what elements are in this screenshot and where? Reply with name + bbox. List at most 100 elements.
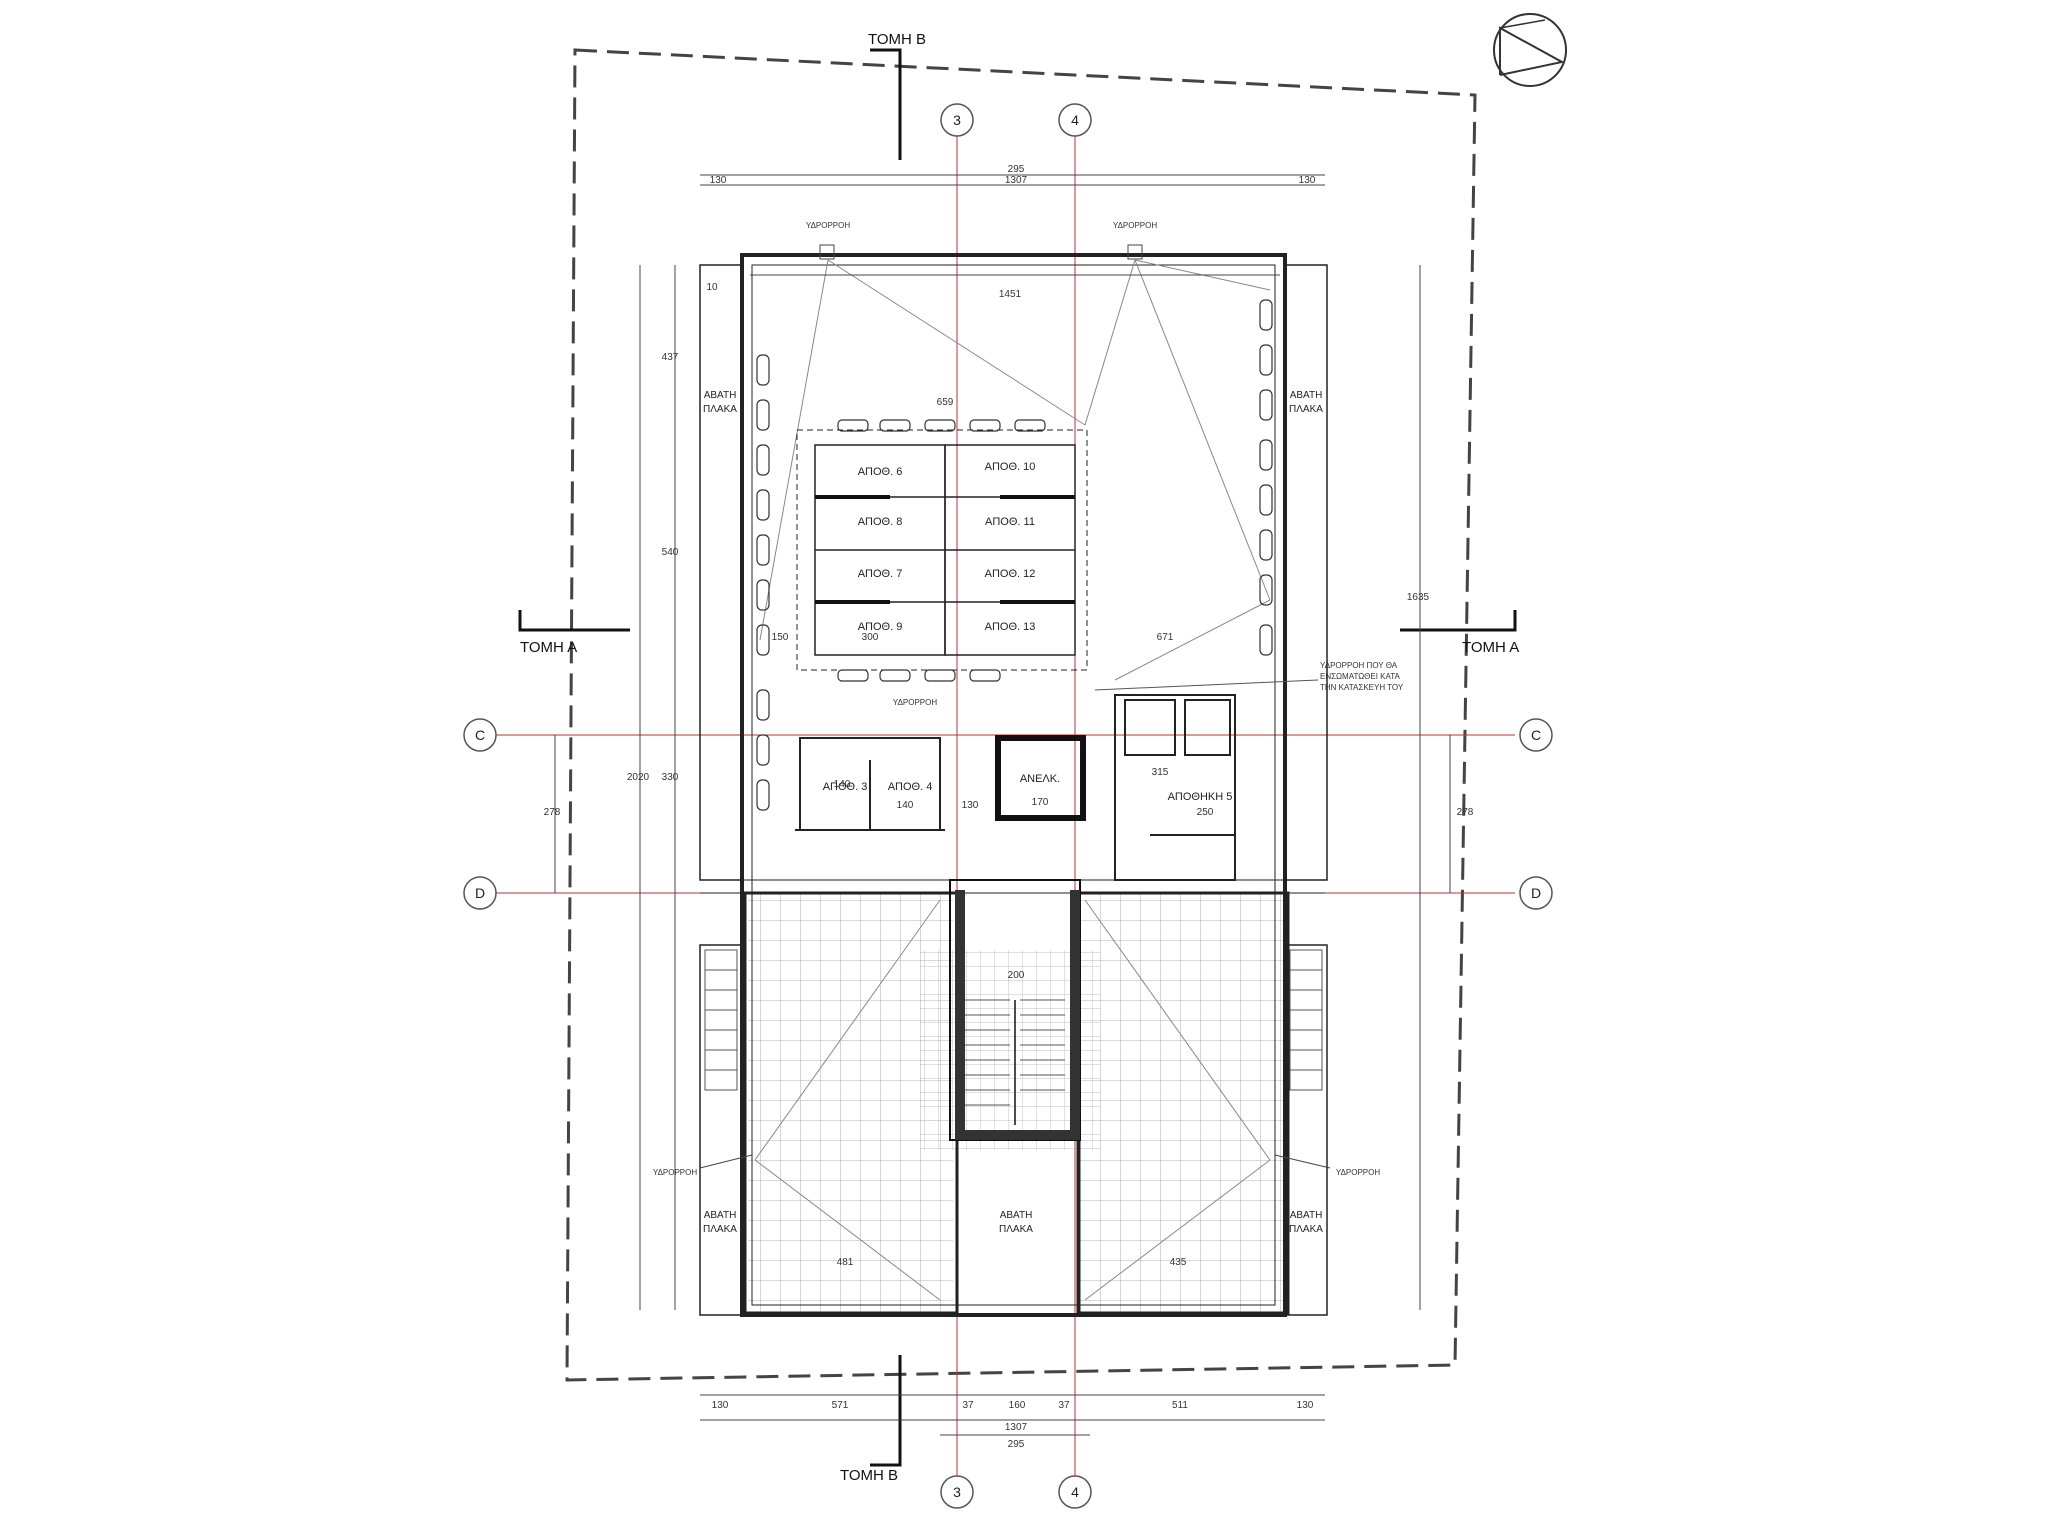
grid-label-4-top: 4 <box>1071 112 1079 128</box>
room-apod-9: ΑΠΟΘ. 9 <box>858 621 903 633</box>
grid-label-4-bottom: 4 <box>1071 1484 1079 1500</box>
dim-lower-right-slab: 435 <box>1170 1257 1187 1268</box>
drainage-slope-lines <box>754 259 1271 1301</box>
note-right-l2: ΕΝΣΩΜΑΤΩΘΕΙ ΚΑΤΑ <box>1320 672 1401 681</box>
room-apod-11: ΑΠΟΘ. 11 <box>985 516 1035 528</box>
slab-center-lower-l1: ΑΒΑΤΗ <box>1000 1210 1033 1221</box>
dim-top-right-offset: 130 <box>1299 175 1316 186</box>
dim-bottom-total: 1307 <box>1005 1422 1028 1433</box>
dim-room-300: 300 <box>862 632 879 643</box>
dim-right-cd: 278 <box>1457 807 1474 818</box>
dim-bottom-right: 511 <box>1172 1400 1188 1411</box>
slab-right-upper-l2: ΠΛΑΚΑ <box>1289 404 1323 415</box>
dim-671: 671 <box>1157 632 1174 643</box>
storage-core-thick <box>815 495 1075 604</box>
left-pods <box>756 354 770 811</box>
note-leader <box>1094 679 1319 691</box>
slab-right-upper-l1: ΑΒΑΤΗ <box>1290 390 1323 401</box>
terrace-left <box>748 893 953 1313</box>
dim-10: 10 <box>706 282 718 293</box>
section-b-top-label: ΤΟΜΗ Β <box>868 31 926 48</box>
room-elevator: ΑΝΕΛΚ. <box>1020 773 1060 785</box>
room-apod-10: ΑΠΟΘ. 10 <box>985 461 1036 473</box>
dim-apoth5-w: 315 <box>1152 767 1169 778</box>
side-stairs <box>704 949 1323 1091</box>
dim-bottom-left: 571 <box>832 1400 849 1411</box>
dim-elev-w: 170 <box>1032 797 1049 808</box>
slab-left-upper-l2: ΠΛΑΚΑ <box>703 404 737 415</box>
grid-lines <box>495 135 1515 1480</box>
room-apod-13: ΑΠΟΘ. 13 <box>985 621 1036 633</box>
drain-bottom-right: ΥΔΡΟΡΡΟΗ <box>1336 1168 1381 1177</box>
section-a-left-label: ΤΟΜΗ Α <box>520 639 577 656</box>
dim-top-total: 1307 <box>1005 175 1028 186</box>
grid-label-3-bottom: 3 <box>953 1484 961 1500</box>
slab-left-upper-l1: ΑΒΑΤΗ <box>704 390 737 401</box>
slab-left-lower-l2: ΠΛΑΚΑ <box>703 1224 737 1235</box>
drain-middle: ΥΔΡΟΡΡΟΗ <box>893 698 938 707</box>
parking-stops <box>837 419 1046 682</box>
slab-center-lower-l2: ΠΛΑΚΑ <box>999 1224 1033 1235</box>
dim-corridor: 130 <box>962 800 979 811</box>
grid-label-d-right: D <box>1531 885 1541 901</box>
grid-label-3-top: 3 <box>953 112 961 128</box>
drain-bottom-left: ΥΔΡΟΡΡΟΗ <box>653 1168 698 1177</box>
north-arrow-icon <box>1493 13 1567 87</box>
dim-bottom-left-offset: 130 <box>712 1400 729 1411</box>
property-boundary <box>565 48 1477 1382</box>
dim-top-axis: 295 <box>1008 164 1025 175</box>
right-pods <box>1259 299 1273 656</box>
stair-treads <box>965 999 1065 1106</box>
room-apod-7: ΑΠΟΘ. 7 <box>858 568 903 580</box>
note-right-l1: ΥΔΡΟΡΡΟΗ ΠΟΥ ΘΑ <box>1320 661 1398 670</box>
dim-lower-left-slab: 481 <box>837 1257 854 1268</box>
dim-bottom-axis: 295 <box>1008 1439 1025 1450</box>
drain-markers <box>699 244 1331 1169</box>
grid-bubble-3-bottom <box>940 1475 974 1509</box>
dim-stair-width: 200 <box>1008 970 1025 981</box>
terrace-right <box>1080 893 1285 1313</box>
drain-top-right: ΥΔΡΟΡΡΟΗ <box>1113 221 1158 230</box>
room-apod-3: ΑΠΟΘ. 3 <box>823 781 868 793</box>
grid-label-d-left: D <box>475 885 485 901</box>
slab-right-lower-l1: ΑΒΑΤΗ <box>1290 1210 1323 1221</box>
dim-apoth5-h: 250 <box>1197 807 1214 818</box>
grid-bubble-4-bottom <box>1058 1475 1092 1509</box>
grid-label-c-right: C <box>1531 727 1541 743</box>
dimension-lines <box>554 174 1451 1436</box>
room-apod-6: ΑΠΟΘ. 6 <box>858 466 903 478</box>
grid-bubble-4-top <box>1058 103 1092 137</box>
slab-right-lower-l2: ΠΛΑΚΑ <box>1289 1224 1323 1235</box>
room-apod-4: ΑΠΟΘ. 4 <box>888 781 933 793</box>
grid-bubble-3-top <box>940 103 974 137</box>
dim-bottom-mid-1: 37 <box>962 1400 974 1411</box>
slab-left-lower-l1: ΑΒΑΤΗ <box>704 1210 737 1221</box>
section-a-right-label: ΤΟΜΗ Α <box>1462 639 1519 656</box>
room-apothiki-5: ΑΠΟΘΗΚΗ 5 <box>1168 791 1233 803</box>
drain-top-left: ΥΔΡΟΡΡΟΗ <box>806 221 851 230</box>
grid-bubble-c-right <box>1519 718 1553 752</box>
dim-bottom-mid-3: 37 <box>1058 1400 1070 1411</box>
grid-bubble-d-right <box>1519 876 1553 910</box>
elevator-core <box>949 735 1086 1141</box>
note-right-l3: ΤΗΝ ΚΑΤΑΣΚΕΥΗ ΤΟΥ <box>1320 683 1404 692</box>
dim-bottom-right-offset: 130 <box>1297 1400 1314 1411</box>
dim-core-width: 659 <box>937 397 954 408</box>
dim-left-height: 2020 <box>627 772 650 783</box>
room-apod-12: ΑΠΟΘ. 12 <box>985 568 1036 580</box>
grid-bubble-c-left <box>463 718 497 752</box>
dim-left-partial-2: 540 <box>662 547 679 558</box>
grid-bubble-d-left <box>463 876 497 910</box>
dim-right-height: 1635 <box>1407 592 1430 603</box>
dim-left-cd: 278 <box>544 807 561 818</box>
grid-bubbles <box>463 103 1553 1509</box>
dim-left-partial-1: 437 <box>662 352 679 363</box>
section-b-bottom-label: ΤΟΜΗ Β <box>840 1467 898 1484</box>
dim-left-partial-3: 330 <box>662 772 679 783</box>
grid-label-c-left: C <box>475 727 485 743</box>
room-apod-8: ΑΠΟΘ. 8 <box>858 516 903 528</box>
storage-rooms-3-4 <box>795 737 945 831</box>
dim-top-left-offset: 130 <box>710 175 727 186</box>
storage-core <box>796 429 1088 671</box>
